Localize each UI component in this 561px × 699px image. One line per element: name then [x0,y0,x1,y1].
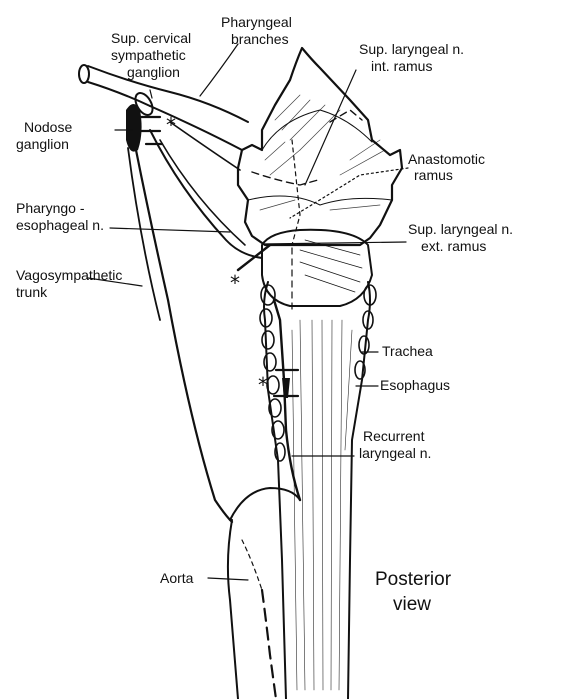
label-sup-laryngeal-ext-2: ext. ramus [421,238,486,254]
label-nodose-2: ganglion [16,136,69,152]
cricoid [262,230,372,310]
label-sup-laryngeal-int-2: int. ramus [371,58,432,74]
nerves [79,65,300,522]
label-pharyngo-2: esophageal n. [16,217,104,233]
label-anastomotic-1: Anastomotic [408,151,485,167]
aorta [228,488,300,699]
label-view: view [393,594,431,615]
label-sup-laryngeal-ext-1: Sup. laryngeal n. [408,221,513,237]
asterisk-marker-middle: * [230,271,240,295]
asterisk-marker-lower: * [258,373,268,397]
label-pharyngeal-2: branches [231,31,289,47]
esophagus-trachea [260,282,376,699]
label-trachea: Trachea [382,343,433,359]
label-posterior: Posterior [375,569,452,590]
label-sup-cervical-1: Sup. cervical [111,30,191,46]
label-anastomotic-2: ramus [414,167,453,183]
label-recurrent-1: Recurrent [363,428,425,444]
label-sup-cervical-2: sympathetic [111,47,186,63]
label-pharyngo-1: Pharyngo - [16,200,85,216]
label-sup-laryngeal-int-1: Sup. laryngeal n. [359,41,464,57]
label-vagosympathetic-1: Vagosympathetic [16,267,122,283]
label-aorta: Aorta [160,570,194,586]
label-recurrent-2: laryngeal n. [359,445,431,461]
label-pharyngeal-1: Pharyngeal [221,14,292,30]
label-sup-cervical-3: ganglion [127,64,180,80]
larynx [238,48,402,245]
asterisk-marker-upper: * [166,113,176,137]
label-vagosympathetic-2: trunk [16,284,48,300]
label-nodose-1: Nodose [24,119,72,135]
label-esophagus: Esophagus [380,377,450,393]
